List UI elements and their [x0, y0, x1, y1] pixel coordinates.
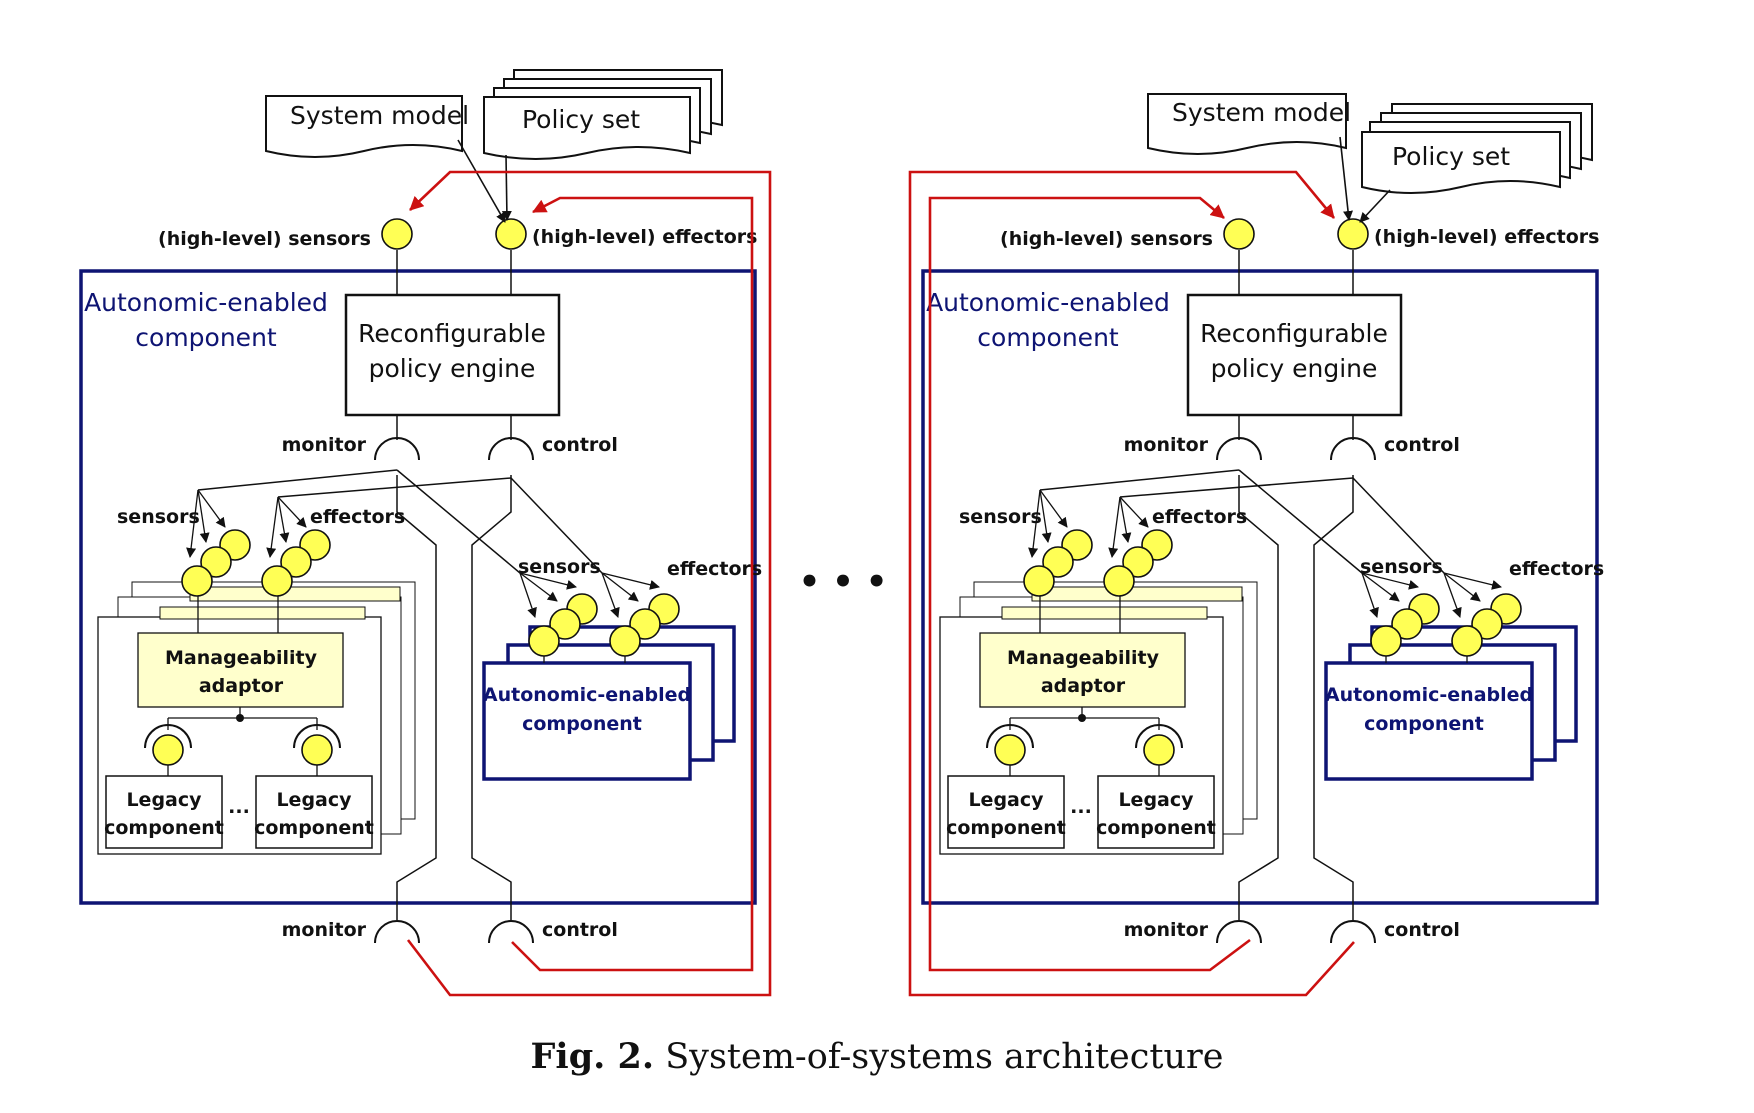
monitor-top-label-right: monitor	[1124, 434, 1209, 456]
legacy-2-line2-right: component	[1096, 817, 1216, 839]
legacy-1-line2-right: component	[946, 817, 1066, 839]
engine-line2: policy engine	[369, 354, 536, 383]
sub-aec-line1-right: Autonomic-enabled	[1325, 684, 1533, 706]
system-model-label-right: System model	[1172, 98, 1351, 127]
hl-sensors-label: (high-level) sensors	[158, 228, 371, 250]
sub-aec-line1: Autonomic-enabled	[483, 684, 691, 706]
aec-title-line2: component	[135, 323, 277, 352]
legacy-2-line2: component	[254, 817, 374, 839]
legacy-2-line1-right: Legacy	[1118, 789, 1194, 811]
monitor-top-label: monitor	[282, 434, 367, 456]
legacy-ellipsis-right: ...	[1070, 796, 1092, 818]
caption-prefix: Fig. 2.	[530, 1036, 655, 1077]
effectors-label: effectors	[310, 506, 405, 528]
engine-line1-right: Reconfigurable	[1200, 319, 1388, 348]
adaptor-line2-right: adaptor	[1041, 675, 1126, 697]
hl-sensors-label-right: (high-level) sensors	[1000, 228, 1213, 250]
engine-line2-right: policy engine	[1211, 354, 1378, 383]
sub-sensors-label: sensors	[518, 556, 601, 578]
legacy-ellipsis: ...	[228, 796, 250, 818]
sub-sensors-label-right: sensors	[1360, 556, 1443, 578]
system-model-doc-right	[1147, 93, 1347, 155]
policy-set-label-right: Policy set	[1392, 142, 1510, 171]
hl-effectors-label: (high-level) effectors	[532, 226, 757, 248]
legacy-1-line1: Legacy	[126, 789, 202, 811]
separator-dots: • • •	[799, 562, 888, 602]
control-top-label: control	[542, 434, 618, 456]
sensors-label-right: sensors	[959, 506, 1042, 528]
adaptor-line1: Manageability	[165, 647, 318, 669]
aec-title-line1: Autonomic-enabled	[84, 288, 328, 317]
aec-title-line1-right: Autonomic-enabled	[926, 288, 1170, 317]
left-control-to-hl-effectors	[511, 196, 754, 972]
adaptor-line2: adaptor	[199, 675, 284, 697]
right-control-to-hl-effectors	[908, 170, 1355, 997]
control-top-label-right: control	[1384, 434, 1460, 456]
right-monitor-to-hl-sensors	[928, 196, 1251, 972]
sensors-label: sensors	[117, 506, 200, 528]
left-monitor-to-hl-sensors	[406, 170, 772, 997]
policy-set-label: Policy set	[522, 105, 640, 134]
control-bottom-label-right: control	[1384, 919, 1460, 941]
sub-aec-line2: component	[522, 713, 642, 735]
red-links	[406, 170, 1355, 997]
hl-effectors-label-right: (high-level) effectors	[1374, 226, 1599, 248]
adaptor-line1-right: Manageability	[1007, 647, 1160, 669]
system-model-label: System model	[290, 101, 469, 130]
figure-caption: Fig. 2. System-of-systems architecture	[0, 1036, 1754, 1077]
sub-aec-line2-right: component	[1364, 713, 1484, 735]
monitor-bottom-label: monitor	[282, 919, 367, 941]
legacy-1-line1-right: Legacy	[968, 789, 1044, 811]
sub-effectors-label: effectors	[667, 558, 762, 580]
system-model-doc	[265, 95, 463, 158]
effectors-label-right: effectors	[1152, 506, 1247, 528]
right-system: System model Policy set (high-level) sen…	[923, 93, 1604, 943]
aec-title-line2-right: component	[977, 323, 1119, 352]
left-system: System model Policy set (high-level) sen…	[81, 69, 762, 943]
control-bottom-label: control	[542, 919, 618, 941]
policy-set-doc-right	[1361, 131, 1561, 194]
policy-set-doc	[483, 96, 691, 160]
legacy-2-line1: Legacy	[276, 789, 352, 811]
sub-effectors-label-right: effectors	[1509, 558, 1604, 580]
engine-line1: Reconfigurable	[358, 319, 546, 348]
caption-text: System-of-systems architecture	[654, 1037, 1224, 1077]
monitor-bottom-label-right: monitor	[1124, 919, 1209, 941]
legacy-1-line2: component	[104, 817, 224, 839]
